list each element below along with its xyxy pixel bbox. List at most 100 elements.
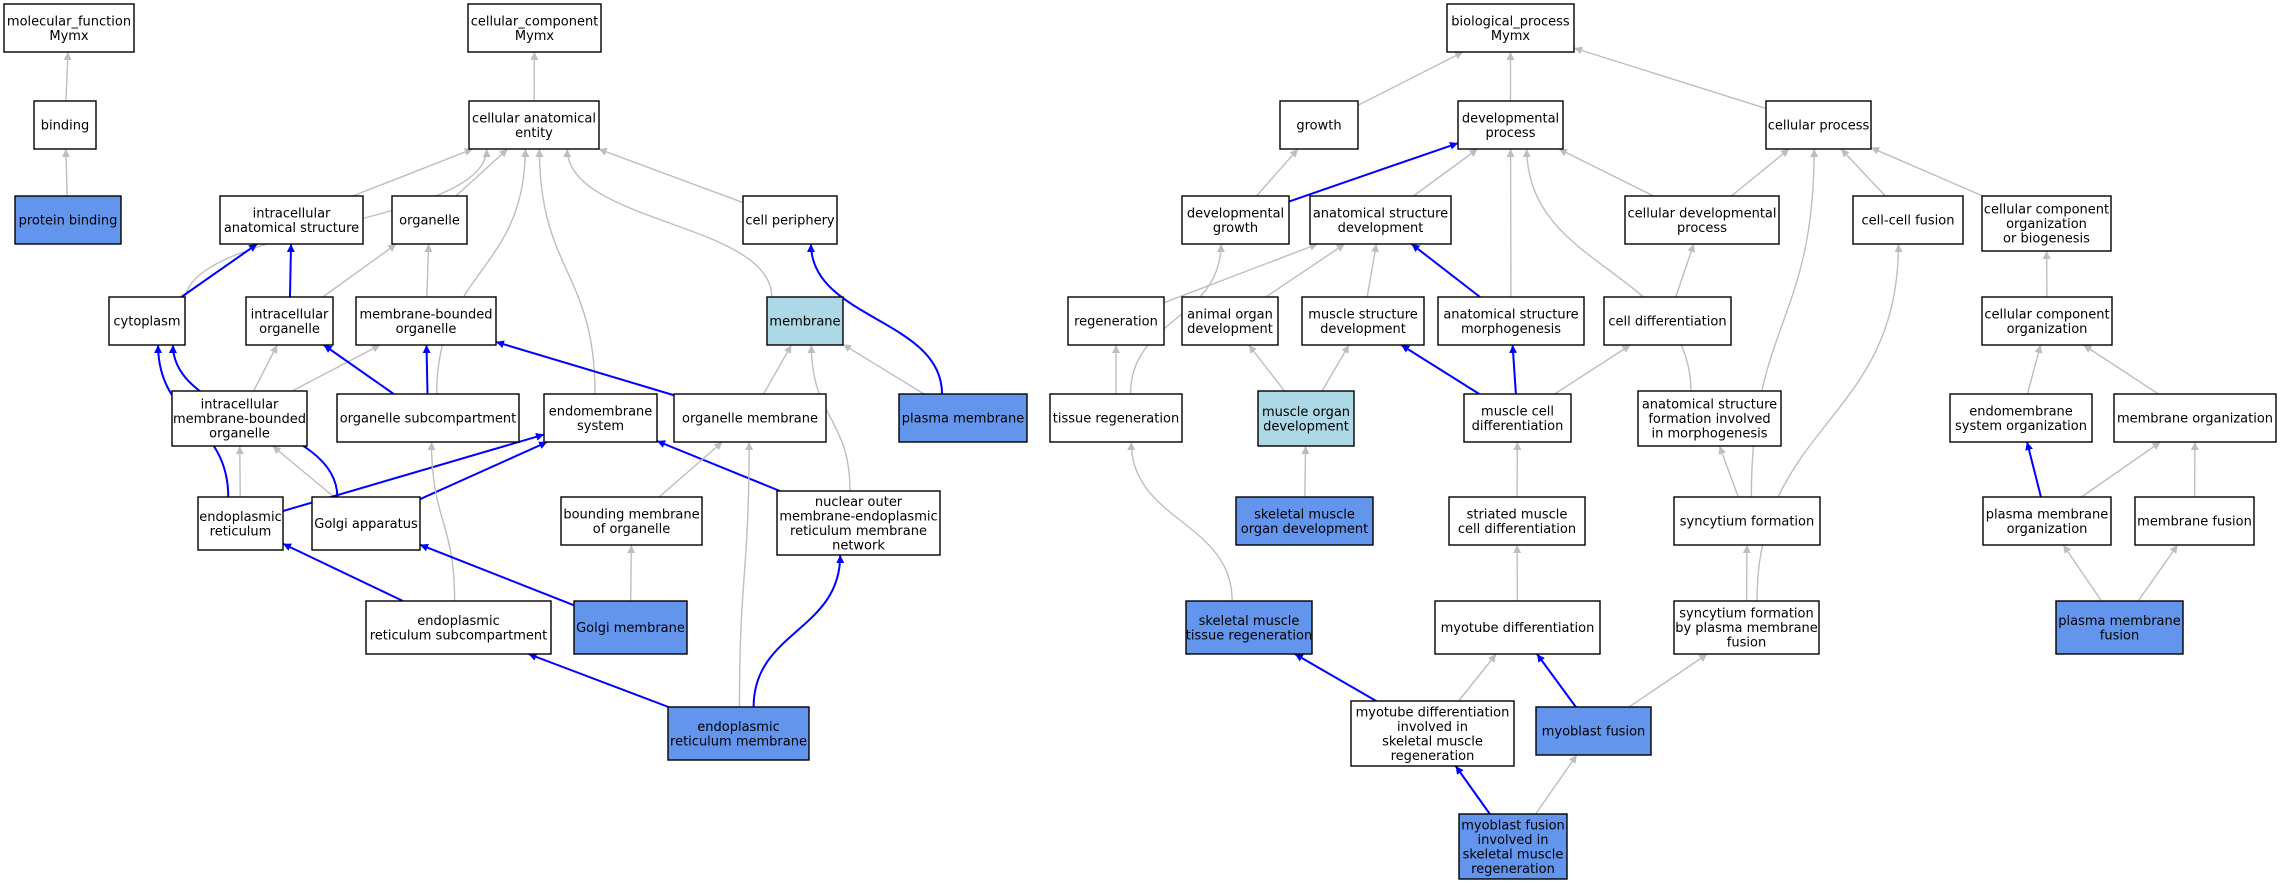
term-box xyxy=(1765,100,1872,150)
term-label: myoblast fusion xyxy=(1542,725,1646,740)
term-label: organelle membrane xyxy=(682,412,818,427)
term-label: development xyxy=(1263,419,1349,434)
term-label: muscle structure xyxy=(1308,307,1418,322)
term-label: process xyxy=(1677,221,1727,236)
edge-cellproc-to-bp xyxy=(1573,46,1767,110)
term-label: nuclear outer xyxy=(815,495,903,510)
term-box xyxy=(1949,393,2093,443)
edge-myofusion-to-sfpmf xyxy=(1628,653,1708,708)
edge-osub-to-intorg xyxy=(323,344,395,395)
edge-ersub-to-er xyxy=(282,542,404,602)
term-label: development xyxy=(1320,322,1406,337)
term-label: or biogenesis xyxy=(2003,232,2090,247)
term-box xyxy=(1067,296,1165,346)
term-label: reticulum membrane xyxy=(670,734,807,749)
term-label: cytoplasm xyxy=(113,315,180,330)
term-label: cellular anatomical xyxy=(472,111,596,126)
term-node-pbind: protein binding xyxy=(14,195,122,245)
term-label: by plasma membrane xyxy=(1675,621,1818,636)
edge-mbo-to-organelle xyxy=(424,243,433,298)
edge-mcd-to-msd xyxy=(1400,344,1480,395)
term-box xyxy=(219,195,364,245)
edge-mod-to-msd xyxy=(1321,344,1350,392)
term-label: intracellular xyxy=(201,398,279,413)
term-label: cellular component xyxy=(1984,307,2109,322)
term-label: anatomical structure xyxy=(1313,206,1448,221)
term-box xyxy=(1981,296,2113,346)
term-node-cytoplasm: cytoplasm xyxy=(108,296,186,346)
term-label: membrane-bounded xyxy=(359,307,492,322)
edge-golgi-to-imbo xyxy=(272,445,335,498)
term-label: organelle xyxy=(399,214,460,229)
edge-ermem-to-nomer xyxy=(752,554,845,708)
term-box xyxy=(468,100,600,150)
term-box xyxy=(1637,390,1782,447)
term-label: differentiation xyxy=(1472,419,1564,434)
term-box xyxy=(1434,600,1601,655)
term-box xyxy=(245,296,334,346)
term-label: cell differentiation xyxy=(1458,522,1576,537)
term-label: membrane-bounded xyxy=(173,412,306,427)
term-box xyxy=(573,600,688,655)
term-label: cell-cell fusion xyxy=(1862,214,1955,229)
edge-celldiff-to-cdp xyxy=(1675,243,1695,298)
term-label: development xyxy=(1338,221,1424,236)
edge-memorg-to-cco xyxy=(2083,344,2159,395)
term-box xyxy=(1049,393,1183,443)
term-label: Golgi apparatus xyxy=(314,517,418,532)
edge-intorg-to-ias xyxy=(286,243,295,298)
edge-pmf-to-pmo xyxy=(2062,544,2103,602)
edge-golgimem-to-bmo xyxy=(627,544,636,602)
term-label: regeneration xyxy=(1074,315,1158,330)
term-node-syncform: syncytium formation xyxy=(1673,496,1821,546)
term-label: tissue regeneration xyxy=(1053,412,1179,427)
edge-osub-to-cae xyxy=(435,148,530,395)
term-label: intracellular xyxy=(253,206,331,221)
term-box xyxy=(1603,296,1732,346)
term-label: membrane xyxy=(769,315,840,330)
term-label: skeletal muscle xyxy=(1254,507,1355,522)
term-box xyxy=(1309,195,1452,245)
term-box xyxy=(1673,496,1821,546)
term-box xyxy=(355,296,497,346)
term-box xyxy=(171,390,308,447)
term-box xyxy=(776,490,941,556)
term-label: myoblast fusion xyxy=(1461,818,1565,833)
term-label: system xyxy=(577,419,624,434)
term-node-myodiff: myotube differentiation xyxy=(1434,600,1601,655)
term-label: fusion xyxy=(2100,628,2139,643)
edge-aod-to-asd xyxy=(1265,243,1346,298)
term-box xyxy=(673,393,827,443)
edge-asm-to-asd xyxy=(1410,243,1481,298)
term-box xyxy=(766,296,844,346)
edge-mcd-to-celldiff xyxy=(1554,344,1631,395)
edge-mcd-to-asm xyxy=(1509,344,1518,395)
term-box xyxy=(33,100,97,150)
term-label: in morphogenesis xyxy=(1651,427,1767,442)
term-node-growth: growth xyxy=(1279,100,1359,150)
term-label: myotube differentiation xyxy=(1441,621,1595,636)
term-label: biological_process xyxy=(1451,14,1570,29)
term-label: development xyxy=(1187,322,1273,337)
term-label: entity xyxy=(515,126,553,141)
term-box xyxy=(197,496,284,551)
term-label: anatomical structure xyxy=(224,221,359,236)
term-label: endomembrane xyxy=(549,404,653,419)
term-box xyxy=(1235,496,1374,546)
edge-smod-to-mod xyxy=(1301,445,1310,498)
edge-pmo-to-eso xyxy=(2025,441,2042,498)
term-box xyxy=(1181,296,1279,346)
edge-mfismr-to-myofusion xyxy=(1535,754,1578,815)
